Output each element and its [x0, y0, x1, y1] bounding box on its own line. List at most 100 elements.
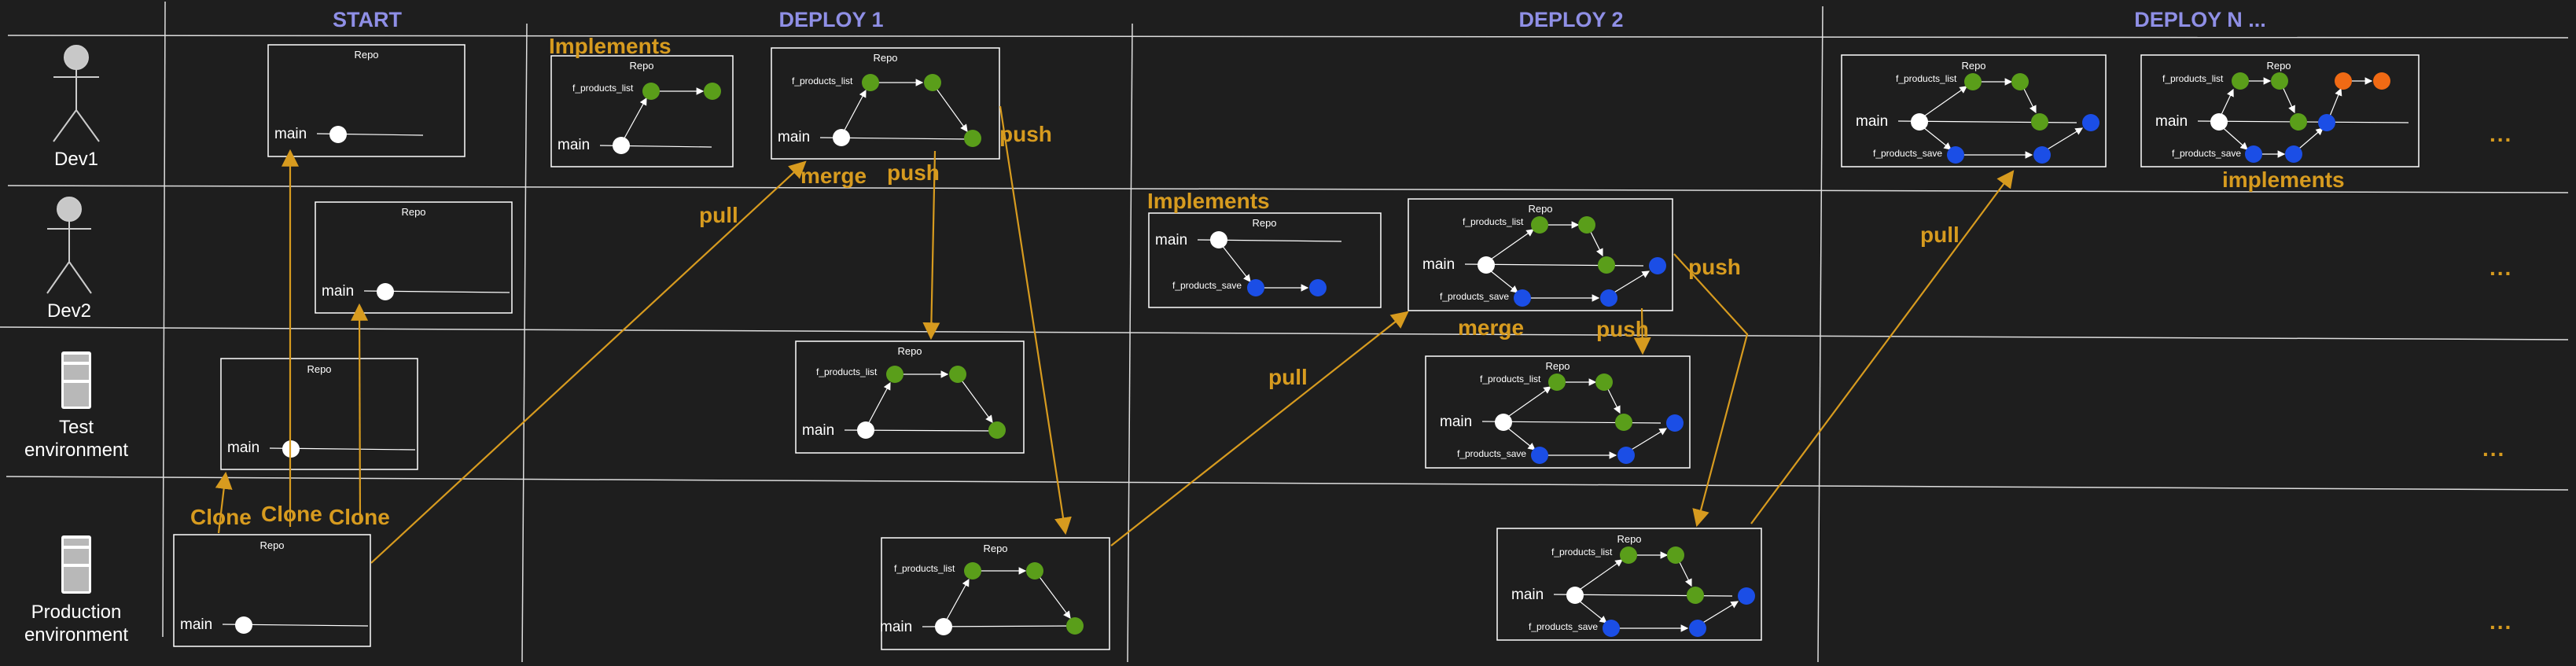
- repo-title: Repo: [1961, 60, 1985, 72]
- commit-list: [2271, 72, 2288, 90]
- commit-save: [2033, 146, 2051, 164]
- commit-save: [1531, 447, 1548, 464]
- repo-start-test: Repo main: [220, 358, 418, 470]
- commit-save: [1514, 289, 1531, 307]
- flow-labels: Clone Clone Clone Implements pull merge …: [190, 34, 2345, 529]
- commit-merged: [964, 130, 981, 147]
- label-push-d1-test: push: [887, 160, 940, 185]
- branch-save-label: f_products_save: [1440, 291, 1509, 302]
- repo-start-dev2: Repo main: [315, 201, 513, 314]
- lane-dev1: Dev1: [53, 45, 100, 170]
- label-merge-d1: merge: [800, 164, 867, 188]
- commit-merged: [2031, 113, 2048, 131]
- repo-deploy1-prod: Repo main f_products_list: [880, 537, 1110, 650]
- ellipsis-prod: ...: [2490, 609, 2512, 634]
- commit-main: [235, 616, 252, 634]
- branch-list-label: f_products_list: [894, 563, 955, 574]
- lane-label-dev2: Dev2: [47, 300, 91, 322]
- commit-main: [329, 126, 347, 143]
- commit-save: [1947, 146, 1964, 164]
- continuation-markers: ... ... ... ...: [2482, 122, 2512, 634]
- commit-list: [642, 83, 660, 100]
- commit-main: [833, 129, 850, 146]
- commit-list: [1548, 373, 1566, 391]
- branch-save-label: f_products_save: [1172, 280, 1242, 291]
- ellipsis-dev2: ...: [2490, 256, 2512, 280]
- branch-main-label: main: [1422, 256, 1455, 273]
- repo-deploy1-dev1-impl: Repo main f_products_list: [550, 55, 734, 167]
- commit-save: [2245, 145, 2262, 163]
- branch-list-label: f_products_list: [572, 83, 634, 94]
- heading-deploy-2: DEPLOY 2: [1518, 8, 1623, 31]
- commit-merged: [2082, 114, 2099, 131]
- label-push-d2-test: push: [1596, 317, 1649, 341]
- label-implements-d2: Implements: [1147, 189, 1270, 213]
- commit-main: [1478, 256, 1495, 274]
- branch-list-label: f_products_list: [792, 75, 853, 86]
- person-icon: [53, 45, 100, 142]
- repo-deploy1-dev1-merge: Repo main f_products_list: [771, 47, 1000, 160]
- branch-main-label: main: [802, 422, 834, 439]
- branch-list-label: f_products_list: [816, 366, 878, 377]
- repo-deploy2-dev2-impl: Repo main f_products_save: [1148, 212, 1382, 308]
- commit-new: [2335, 72, 2352, 90]
- commit-save: [1603, 620, 1620, 637]
- repo-title: Repo: [307, 363, 331, 375]
- label-push-d2-prod: push: [1688, 255, 1741, 279]
- lane-test: Test environment: [24, 351, 128, 461]
- lane-label-prod-1: Production: [31, 602, 122, 623]
- branch-list-label: f_products_list: [1463, 216, 1524, 227]
- label-push-d1-prod: push: [999, 122, 1052, 146]
- branch-list-label: f_products_list: [1480, 373, 1541, 385]
- commit-new: [2373, 72, 2390, 90]
- flow-arrows: [215, 105, 2015, 564]
- branch-list-label: f_products_list: [1551, 546, 1613, 557]
- repo-start-dev1: Repo main: [267, 44, 466, 157]
- branch-main-label: main: [227, 440, 259, 456]
- label-implements-dn: implements: [2222, 167, 2345, 192]
- repo-title: Repo: [1617, 533, 1641, 545]
- lane-production: Production environment: [24, 535, 128, 646]
- commit-main: [1566, 587, 1584, 604]
- heading-deploy-n: DEPLOY N ...: [2134, 8, 2266, 31]
- repo-title: Repo: [2266, 60, 2291, 72]
- ellipsis-dev1: ...: [2490, 122, 2512, 146]
- commit-main: [1911, 113, 1928, 131]
- commit-save: [1247, 279, 1264, 296]
- person-icon: [46, 197, 92, 294]
- commit-list: [704, 83, 721, 100]
- commit-list: [886, 366, 903, 383]
- commit-merged: [2318, 114, 2335, 131]
- repo-title: Repo: [897, 345, 922, 357]
- commit-list: [2232, 72, 2249, 90]
- branch-main-label: main: [1440, 414, 1472, 430]
- branch-list-label: f_products_list: [1896, 73, 1957, 84]
- branch-main-label: main: [880, 619, 912, 635]
- branch-main-label: main: [1155, 232, 1187, 248]
- branch-main-label: main: [778, 129, 810, 145]
- branch-main-label: main: [274, 126, 307, 142]
- column-headings: START DEPLOY 1 DEPLOY 2 DEPLOY N ...: [333, 8, 2266, 31]
- label-clone-dev2: Clone: [329, 505, 390, 529]
- commit-main: [377, 283, 394, 300]
- branch-main-label: main: [2155, 113, 2188, 130]
- commit-list: [862, 74, 879, 91]
- repo-deployn-dev1-impl: Repo main f_products_list f_products_sav…: [2140, 54, 2420, 167]
- commit-main: [1210, 231, 1227, 248]
- branch-main-label: main: [1511, 587, 1544, 603]
- repo-title: Repo: [629, 60, 653, 72]
- commit-list: [964, 562, 981, 580]
- commit-list: [924, 74, 941, 91]
- commit-merged: [1738, 587, 1755, 605]
- commit-list: [1964, 73, 1982, 90]
- heading-deploy-1: DEPLOY 1: [778, 8, 883, 31]
- lane-label-test-1: Test: [59, 417, 94, 438]
- lane-label-prod-2: environment: [24, 624, 128, 646]
- label-pull-d1: pull: [699, 203, 738, 227]
- commit-list: [1595, 373, 1613, 391]
- commit-list: [2011, 73, 2029, 90]
- branch-list-label: f_products_list: [2162, 73, 2224, 84]
